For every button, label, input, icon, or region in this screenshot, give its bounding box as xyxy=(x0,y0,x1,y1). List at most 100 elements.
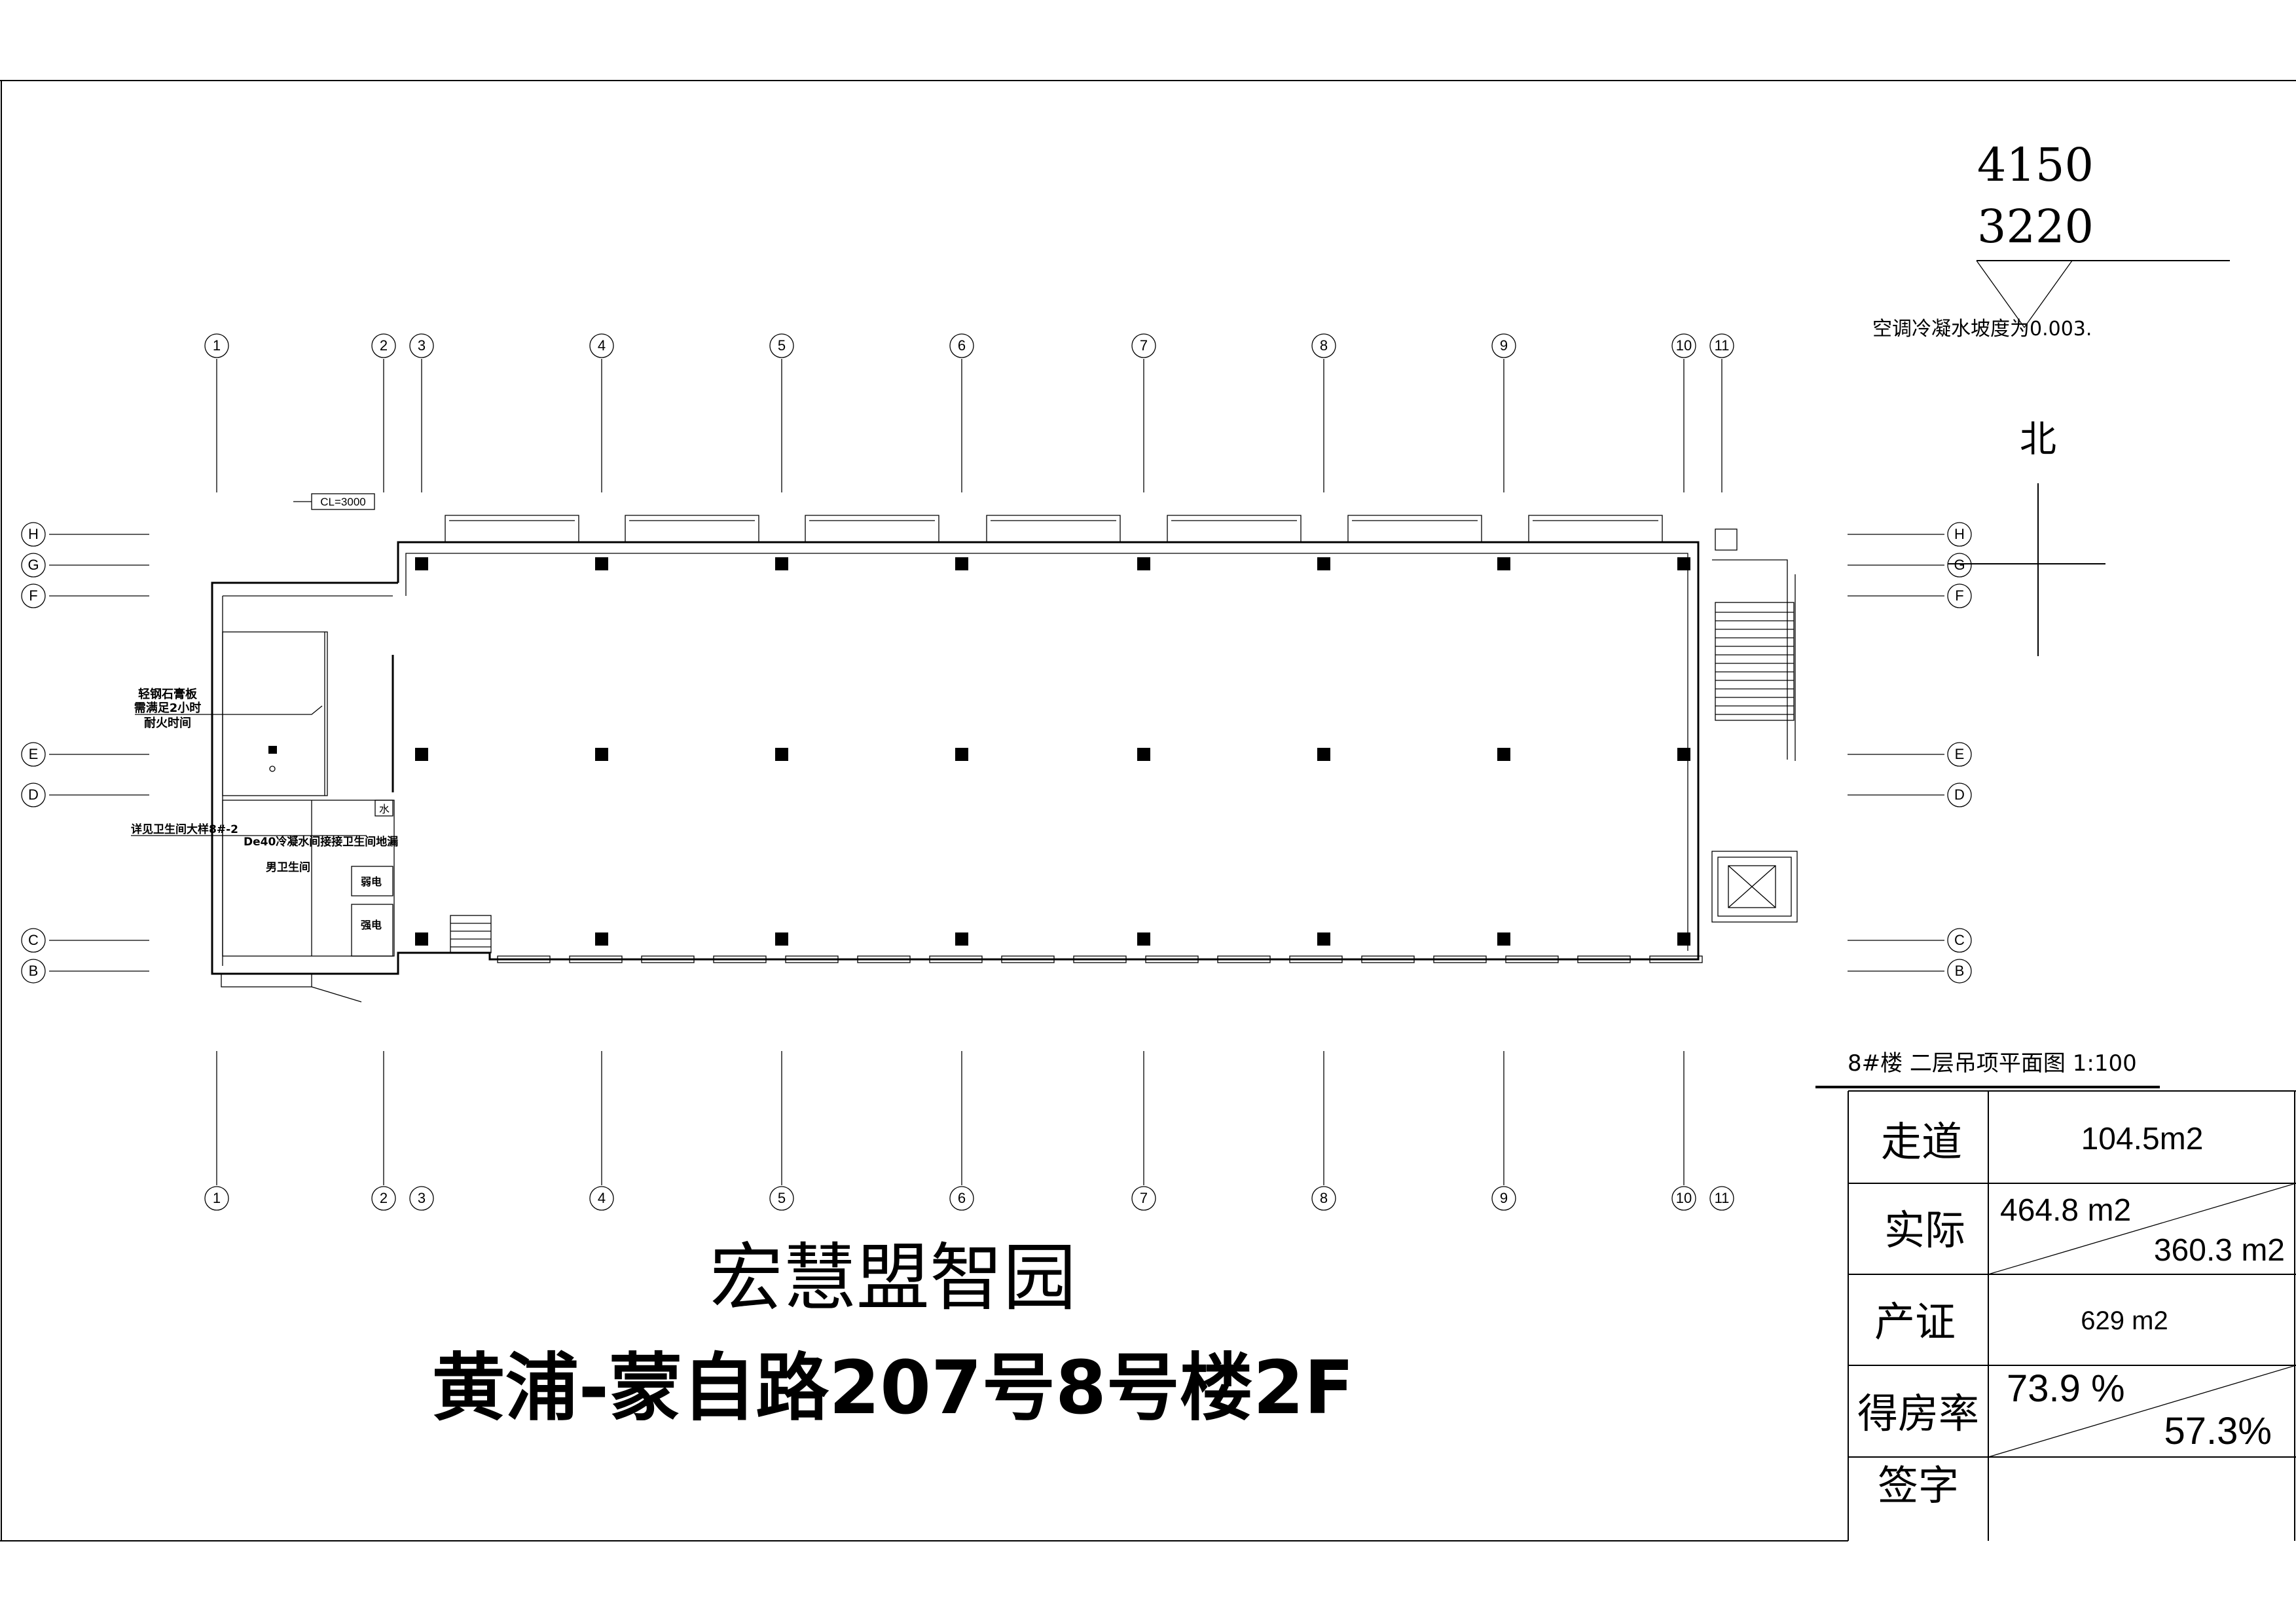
axis-bubble-11 xyxy=(1709,333,1734,358)
axis-bubble-2 xyxy=(371,1186,396,1211)
axis-label-7: 7 xyxy=(1140,1190,1148,1206)
stair-left xyxy=(450,915,492,953)
window xyxy=(1001,955,1055,963)
elevation-marker: 4150 3220 空调冷凝水坡度为0.003. xyxy=(1872,138,2230,341)
weak-current-room-label: 弱电 xyxy=(361,876,382,888)
toilet-detail-note: 详见卫生间大样8#-2 xyxy=(131,822,238,836)
axis-label-5: 5 xyxy=(778,337,786,354)
structural-columns xyxy=(415,557,1690,946)
axis-label-1: 1 xyxy=(213,1190,221,1206)
column xyxy=(1137,932,1150,946)
axis-bubble-2 xyxy=(371,333,396,358)
window-bay xyxy=(445,515,579,542)
window xyxy=(1217,955,1271,963)
axis-label-3: 3 xyxy=(418,337,426,354)
axis-bubble-F xyxy=(1947,583,1972,608)
axis-bubble-10 xyxy=(1671,333,1696,358)
axis-bubble-3 xyxy=(409,1186,434,1211)
axis-label-D: D xyxy=(1954,786,1965,803)
axis-label-C: C xyxy=(28,932,39,948)
column xyxy=(415,748,428,761)
axis-label-7: 7 xyxy=(1140,337,1148,354)
axis-bubble-6 xyxy=(949,333,974,358)
axis-label-4: 4 xyxy=(598,337,606,354)
axis-bubble-8 xyxy=(1311,333,1336,358)
window-bay xyxy=(1167,515,1302,542)
column xyxy=(1317,748,1330,761)
certificate-area: 629 m2 xyxy=(2081,1306,2168,1335)
column xyxy=(1677,932,1690,946)
column xyxy=(1497,557,1510,570)
axis-label-10: 10 xyxy=(1676,1190,1692,1206)
axis-bubble-10 xyxy=(1671,1186,1696,1211)
partition-note-line3: 耐火时间 xyxy=(144,716,191,730)
window xyxy=(1649,955,1703,963)
column xyxy=(1677,748,1690,761)
axis-label-G: G xyxy=(27,557,39,573)
project-name: 宏慧盟智园 xyxy=(710,1236,1076,1321)
north-arrow: 北 xyxy=(1948,418,2105,656)
column xyxy=(1677,557,1690,570)
window xyxy=(1073,955,1127,963)
axis-label-6: 6 xyxy=(958,337,966,354)
axis-label-3: 3 xyxy=(418,1190,426,1206)
window-bay xyxy=(805,515,939,542)
partition-note-line1: 轻钢石膏板 xyxy=(138,687,198,701)
window xyxy=(785,955,839,963)
window xyxy=(569,955,623,963)
axis-label-B: B xyxy=(1955,963,1965,979)
axis-label-6: 6 xyxy=(958,1190,966,1206)
window xyxy=(1361,955,1415,963)
axis-label-8: 8 xyxy=(1320,337,1328,354)
column xyxy=(775,932,788,946)
axis-label-H: H xyxy=(28,526,39,542)
column xyxy=(595,557,608,570)
elevation-upper: 4150 xyxy=(1977,138,2094,192)
window-bay xyxy=(986,515,1121,542)
axis-label-F: F xyxy=(1955,587,1963,604)
axis-label-2: 2 xyxy=(380,337,388,354)
mens-toilet-label: 男卫生间 xyxy=(266,860,310,874)
ceiling-height-tag: CL=3000 xyxy=(293,493,375,510)
axis-bubble-D xyxy=(1947,783,1972,807)
row-label-efficiency: 得房率 xyxy=(1857,1390,1979,1437)
column xyxy=(1497,748,1510,761)
actual-area-top: 464.8 m2 xyxy=(2000,1193,2131,1228)
axis-bubble-E xyxy=(1947,742,1972,767)
axis-bubble-H xyxy=(21,522,46,547)
window-bay xyxy=(625,515,759,542)
axis-label-10: 10 xyxy=(1676,337,1692,354)
axis-bubble-5 xyxy=(769,1186,794,1211)
corridor-area: 104.5m2 xyxy=(2081,1122,2204,1156)
window xyxy=(641,955,695,963)
annotations: 轻钢石膏板 需满足2小时 耐火时间 详见卫生间大样8#-2 De40冷凝水间接接… xyxy=(131,687,398,931)
water-label: 水 xyxy=(379,803,390,815)
axis-bubble-7 xyxy=(1131,333,1156,358)
row-label-actual: 实际 xyxy=(1884,1206,1965,1254)
window xyxy=(1289,955,1343,963)
drawing-frame xyxy=(0,80,2296,1541)
area-table: 8#楼 二层吊项平面图 1:100 走道 104.5m2 实际 464.8 m2… xyxy=(1815,1050,2296,1541)
axis-bubble-9 xyxy=(1491,333,1516,358)
window-bay xyxy=(1347,515,1482,542)
axis-label-G: G xyxy=(1954,557,1965,573)
column xyxy=(955,748,968,761)
column xyxy=(595,748,608,761)
axis-bubble-7 xyxy=(1131,1186,1156,1211)
axis-label-2: 2 xyxy=(380,1190,388,1206)
axis-label-C: C xyxy=(1954,932,1965,948)
axis-label-H: H xyxy=(1954,526,1965,542)
axis-label-D: D xyxy=(28,786,39,803)
axis-bubble-4 xyxy=(589,1186,614,1211)
window xyxy=(1433,955,1487,963)
window xyxy=(1577,955,1631,963)
axis-label-4: 4 xyxy=(598,1190,606,1206)
condensate-slope-note: 空调冷凝水坡度为0.003. xyxy=(1872,318,2092,341)
window xyxy=(857,955,911,963)
column xyxy=(1137,748,1150,761)
column xyxy=(1317,932,1330,946)
column xyxy=(955,557,968,570)
axis-bubble-8 xyxy=(1311,1186,1336,1211)
row-label-corridor: 走道 xyxy=(1881,1118,1962,1166)
